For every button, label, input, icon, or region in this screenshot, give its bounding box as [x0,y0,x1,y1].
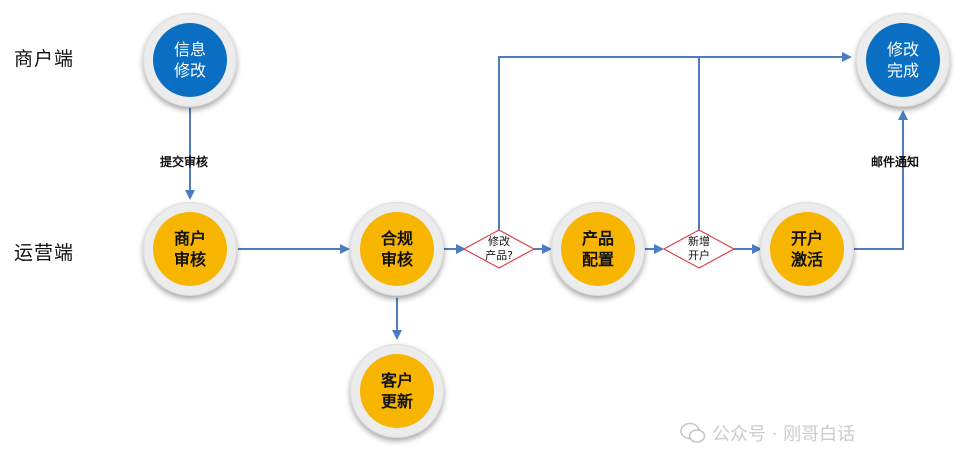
node-text: 修改 [886,40,919,59]
node-text: 商户 [173,229,206,248]
wechat-icon [680,422,706,443]
lane-label-merchant: 商户端 [14,48,75,70]
decision-text: 产品? [485,249,513,262]
decision-text: 新增 [688,235,710,248]
node-customer-update: 客户 更新 [350,344,444,438]
node-text: 审核 [173,250,206,269]
watermark-text: 公众号 · 刚哥白话 [712,424,856,445]
node-info-modify: 信息 修改 [143,13,237,107]
decision-text: 开户 [688,249,710,262]
node-text: 合规 [380,229,413,248]
edge-decision-to-done [498,52,852,232]
node-modify-done: 修改 完成 [856,13,950,107]
decision-text: 修改 [488,235,510,248]
node-text: 更新 [380,392,413,411]
node-text: 审核 [380,250,413,269]
node-text: 信息 [173,40,206,59]
node-text: 修改 [173,61,206,80]
node-compliance-review: 合规 审核 [350,202,444,296]
decision-diamond-modify-product [462,229,536,269]
node-text: 激活 [790,250,823,269]
lane-label-operations: 运营端 [14,242,75,264]
node-account-activate: 开户 激活 [760,202,854,296]
node-text: 配置 [581,250,614,269]
edge-email-notice [852,110,908,250]
edge-label-email-notice: 邮件通知 [871,155,920,169]
node-text: 产品 [581,229,614,248]
node-text: 客户 [380,371,413,390]
edge-label-submit-review: 提交审核 [160,155,209,169]
node-text: 完成 [886,61,919,80]
node-text: 开户 [790,229,823,248]
decision-modify-product: 修改 产品? [464,235,534,263]
node-product-config: 产品 配置 [551,202,645,296]
watermark: 公众号 · 刚哥白话 [680,420,855,446]
decision-new-account: 新增 开户 [664,235,734,263]
decision-diamond-new-account [662,229,736,269]
node-merchant-review: 商户 审核 [143,202,237,296]
